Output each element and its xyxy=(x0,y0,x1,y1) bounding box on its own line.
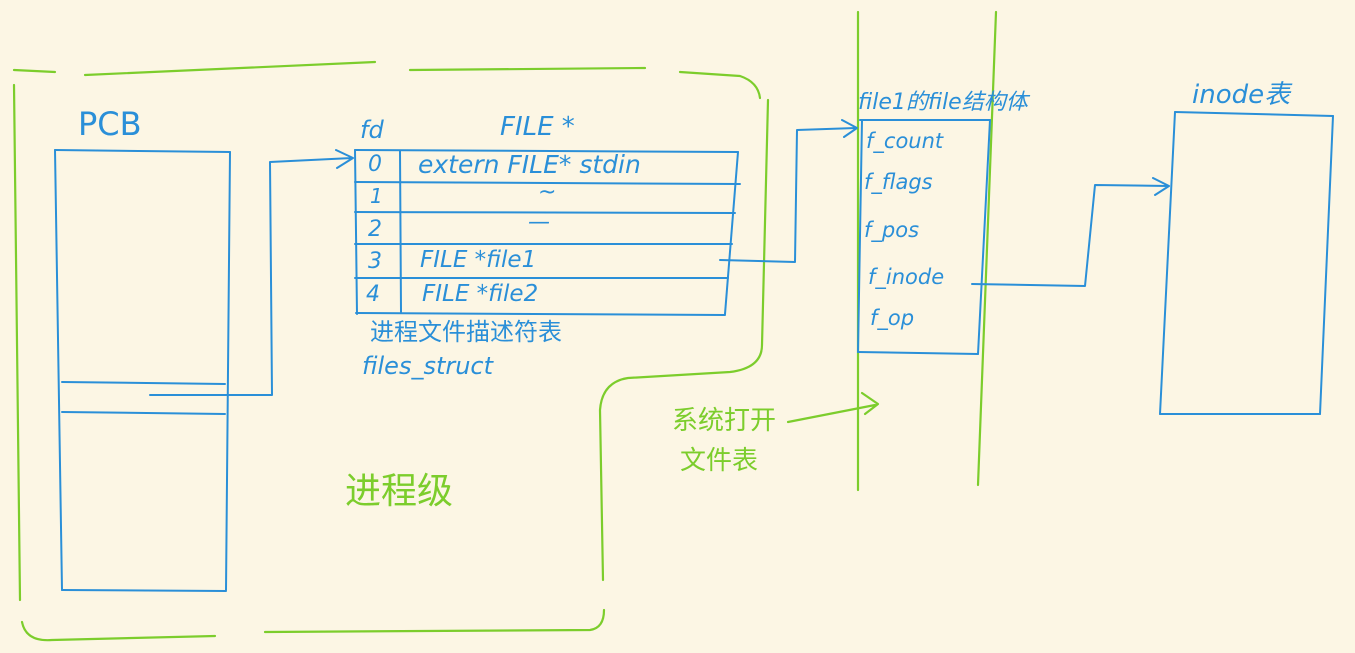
file-pointer-column-header: FILE * xyxy=(500,112,575,142)
pcb-label: PCB xyxy=(78,105,142,143)
process-level-label: 进程级 xyxy=(345,471,454,512)
file-field-f-inode: f_inode xyxy=(868,265,945,289)
fd-cell-1: 1 xyxy=(370,184,383,208)
files-struct-label: files_struct xyxy=(362,352,494,380)
fd-value-cell-1: ~ xyxy=(538,180,557,205)
fd-value-cell-3: FILE *file1 xyxy=(420,247,537,273)
fd-cell-2: 2 xyxy=(368,217,382,242)
inode-pointer-arrow xyxy=(971,177,1170,287)
fd-cell-4: 4 xyxy=(366,282,380,307)
fd-value-cell-4: FILE *file2 xyxy=(422,281,539,307)
fd-value-cell-2: — xyxy=(528,210,550,235)
file1-to-file-struct-arrow xyxy=(719,119,858,263)
pcb-block xyxy=(54,149,231,592)
fd-table-grid xyxy=(354,149,741,316)
inode-table-title: inode表 xyxy=(1192,80,1291,110)
file-field-f-count: f_count xyxy=(866,129,944,153)
file-field-f-flags: f_flags xyxy=(864,170,933,194)
file-field-f-pos: f_pos xyxy=(864,218,920,242)
inode-table-block xyxy=(1159,111,1334,415)
file-struct-title: file1的file结构体 xyxy=(858,90,1028,115)
fd-cell-0: 0 xyxy=(368,152,382,177)
system-open-file-table-label-line1: 系统打开 xyxy=(672,406,777,436)
fd-column-header: fd xyxy=(360,116,384,144)
fd-value-cell-0: extern FILE* stdin xyxy=(418,150,641,179)
process-level-boundary xyxy=(12,60,770,642)
fd-cell-3: 3 xyxy=(368,249,382,274)
file-struct-block xyxy=(857,119,991,355)
fd-table-caption: 进程文件描述符表 xyxy=(370,318,562,346)
system-open-file-table-label-line2: 文件表 xyxy=(680,446,759,476)
system-table-pointer-arrow xyxy=(786,391,880,424)
system-level-divider-right xyxy=(976,10,998,487)
file-field-f-op: f_op xyxy=(870,306,915,330)
pcb-to-fd-table-arrow xyxy=(149,149,354,396)
